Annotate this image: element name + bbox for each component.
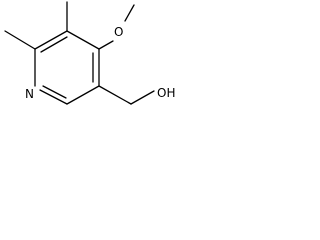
chemical-structure: N O OH	[4, 1, 175, 105]
bond-layer	[4, 1, 155, 105]
label-layer: N O OH	[25, 25, 175, 101]
bond-c4-o	[98, 40, 114, 50]
bond-c3-c4	[66, 30, 100, 50]
double-bond-c2-c3	[40, 36, 68, 53]
ring-nitrogen-label: N	[25, 87, 34, 101]
hydroxyl-label: OH	[157, 86, 175, 100]
bond-ch2-oh	[130, 90, 155, 105]
double-bond-c6-n1	[42, 85, 67, 99]
bond-c2-c3	[34, 30, 68, 50]
bond-c6-n1	[39, 89, 68, 105]
bond-o-ch3	[124, 4, 135, 22]
methoxy-oxygen-label: O	[114, 25, 123, 39]
bond-c5-c6	[66, 85, 100, 105]
methyl-bond-c2	[4, 30, 36, 50]
bond-c5-ch2	[98, 85, 132, 105]
